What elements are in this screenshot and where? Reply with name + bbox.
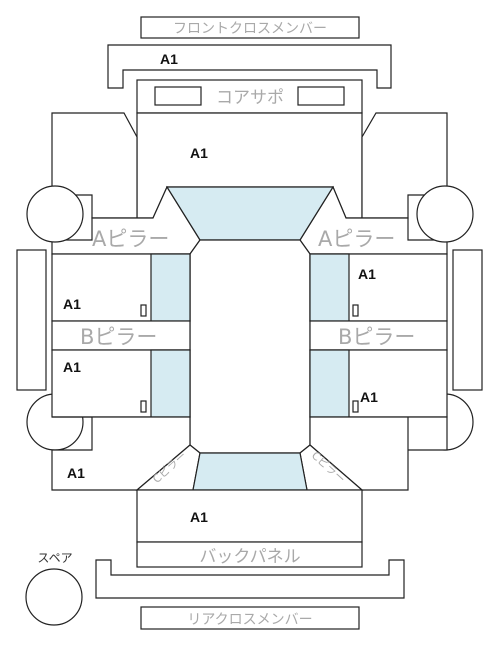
rear-cross-member-bracket	[95, 559, 405, 599]
core-support-label: コアサポ	[216, 88, 284, 108]
a-pillar-right-label: Aピラー	[318, 227, 395, 251]
back-panel-label: バックパネル	[199, 547, 300, 567]
rear-door-left-grade: A1	[63, 359, 81, 375]
b-pillar-left-label: Bピラー	[80, 325, 157, 349]
rear-cross-member-box	[140, 606, 360, 630]
rear-door-left-window	[150, 349, 191, 418]
front-door-left-handle	[140, 304, 147, 317]
spare-label: スペア	[37, 551, 72, 565]
rear-door-right-grade: A1	[360, 389, 378, 405]
core-support-slot-right	[297, 86, 345, 106]
trunk-grade: A1	[190, 509, 208, 525]
side-skirt-left	[16, 249, 47, 391]
rear-door-right-handle	[352, 400, 359, 413]
b-pillar-left-panel	[51, 320, 191, 351]
front-fender-right	[361, 112, 448, 219]
wheel-front-left	[26, 185, 84, 243]
spare-tire	[25, 568, 83, 626]
roof-panel	[189, 239, 311, 454]
core-support-slot-left	[154, 86, 202, 106]
wheel-front-right	[416, 185, 474, 243]
front-door-right-grade: A1	[358, 266, 376, 282]
front-door-left-grade: A1	[63, 296, 81, 312]
front-door-left-window	[150, 253, 191, 322]
rear-door-right-window	[309, 349, 350, 418]
side-skirt-right	[452, 249, 483, 391]
b-pillar-right-label: Bピラー	[338, 325, 415, 349]
a-pillar-left-label: Aピラー	[92, 227, 169, 251]
front-door-right-window	[309, 253, 350, 322]
front-cross-member-box	[140, 16, 360, 39]
trunk-panel	[136, 489, 363, 543]
hood-grade: A1	[190, 145, 208, 161]
rear-fender-left-grade: A1	[67, 465, 85, 481]
rear-fender-left	[51, 416, 191, 491]
rear-window	[192, 452, 308, 491]
front-cross-member-grade: A1	[160, 51, 178, 67]
rear-cross-member-label: リアクロスメンバー	[187, 612, 312, 628]
back-panel-box	[136, 541, 363, 568]
rear-door-left-handle	[140, 400, 147, 413]
front-cross-member-bracket	[107, 44, 392, 89]
front-door-right-handle	[352, 304, 359, 317]
front-cross-member-label: フロントクロスメンバー	[173, 21, 327, 37]
